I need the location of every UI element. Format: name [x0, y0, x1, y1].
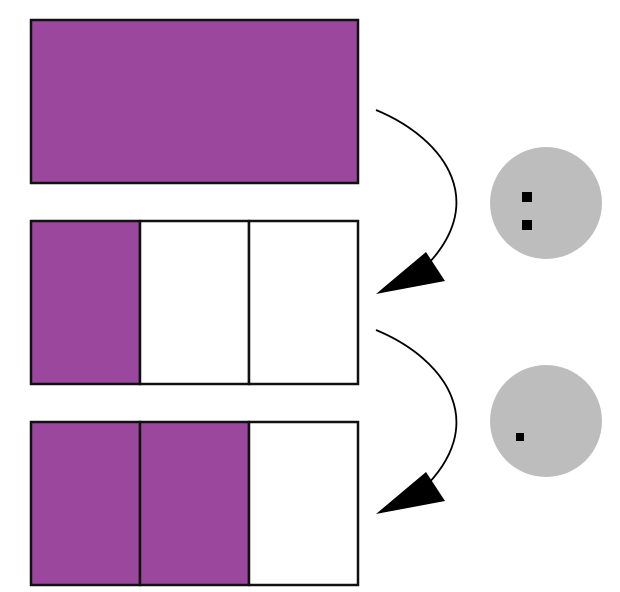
operator-dot — [516, 433, 524, 441]
empty-part — [247, 219, 360, 386]
shaded-part — [29, 219, 142, 386]
fraction-bar-3 — [29, 420, 360, 587]
curved-arrow-shaft — [375, 109, 458, 271]
curved-arrow-shaft — [375, 329, 458, 491]
shaded-part — [138, 420, 251, 587]
fraction-bar-2 — [29, 219, 360, 386]
shaded-part — [29, 420, 142, 587]
fraction-bar-1 — [29, 18, 360, 185]
arrows-group — [375, 109, 458, 514]
transform-arrow-1 — [375, 109, 458, 294]
bars-group — [29, 18, 360, 587]
operator-dot — [522, 192, 532, 202]
shaded-part — [29, 18, 360, 185]
operator-division-sign — [490, 147, 602, 259]
operator-multiplication-dot — [490, 365, 602, 477]
operator-circle — [490, 147, 602, 259]
operator-dot — [522, 220, 532, 230]
arrowhead — [376, 472, 445, 514]
arrowhead — [376, 252, 445, 294]
empty-part — [138, 219, 251, 386]
empty-part — [247, 420, 360, 587]
operators-group — [490, 147, 602, 477]
operator-circle — [490, 365, 602, 477]
transform-arrow-2 — [375, 329, 458, 514]
